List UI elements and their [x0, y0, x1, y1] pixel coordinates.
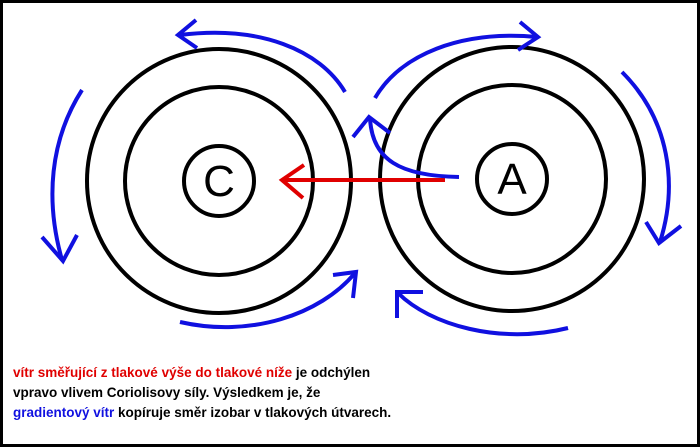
wind-arrow-right [620, 70, 683, 246]
deflected-wind-arrow [351, 114, 460, 179]
wind-arrow-bottom-right [395, 290, 569, 337]
low-center-circle [182, 144, 256, 218]
wind-arrow-top-right [373, 20, 542, 100]
low-pressure-label: C [203, 157, 235, 206]
high-center-circle [475, 142, 549, 216]
caption: vítr směřující z tlakové výše do tlakové… [13, 363, 393, 423]
pressure-gradient-arrow [278, 163, 445, 200]
caption-gradient-wind: gradientový vítr [13, 405, 115, 420]
caption-text-2: kopíruje směr izobar v tlakových útvarec… [114, 405, 392, 420]
wind-arrow-left [40, 88, 84, 265]
high-pressure-label: A [497, 155, 527, 204]
caption-pressure-wind: vítr směřující z tlakové výše do tlakové… [13, 365, 293, 380]
wind-arrow-bottom-left [179, 269, 359, 330]
wind-arrow-top-left [174, 18, 347, 94]
caption-text-1: je odchýlen vpravo vlivem Coriolisovy sí… [13, 365, 371, 400]
